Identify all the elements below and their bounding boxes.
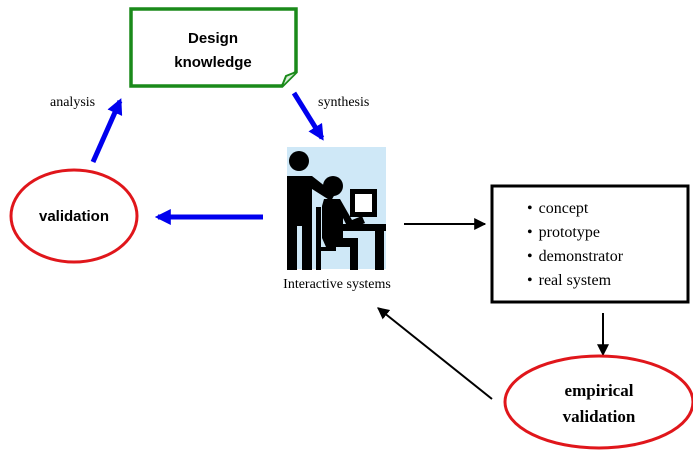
artifacts-box: •concept •prototype •demonstrator •real … (490, 184, 690, 304)
synthesis-arrow (291, 91, 325, 141)
artifact-item: •concept (527, 200, 589, 217)
validation-label: validation (39, 208, 109, 225)
artifact-item: •prototype (527, 224, 600, 241)
interactive-systems-label: Interactive systems (283, 277, 391, 292)
design-knowledge-line1: Design (188, 30, 238, 47)
design-knowledge-line2: knowledge (174, 54, 252, 71)
artifact-item: •demonstrator (527, 248, 624, 265)
design-knowledge-box: Design knowledge (129, 7, 298, 88)
empirical-validation-ellipse: empirical validation (503, 354, 693, 450)
empirical-validation-line2: validation (563, 407, 636, 426)
analysis-arrow (90, 98, 123, 164)
artifact-item: •real system (527, 272, 612, 289)
synthesis-label: synthesis (318, 95, 369, 110)
validation-ellipse: validation (9, 168, 139, 264)
empirical-validation-line1: empirical (565, 381, 634, 400)
analysis-label: analysis (50, 95, 95, 110)
people-at-computer-icon (287, 147, 386, 270)
feedback-arrow (377, 307, 493, 400)
